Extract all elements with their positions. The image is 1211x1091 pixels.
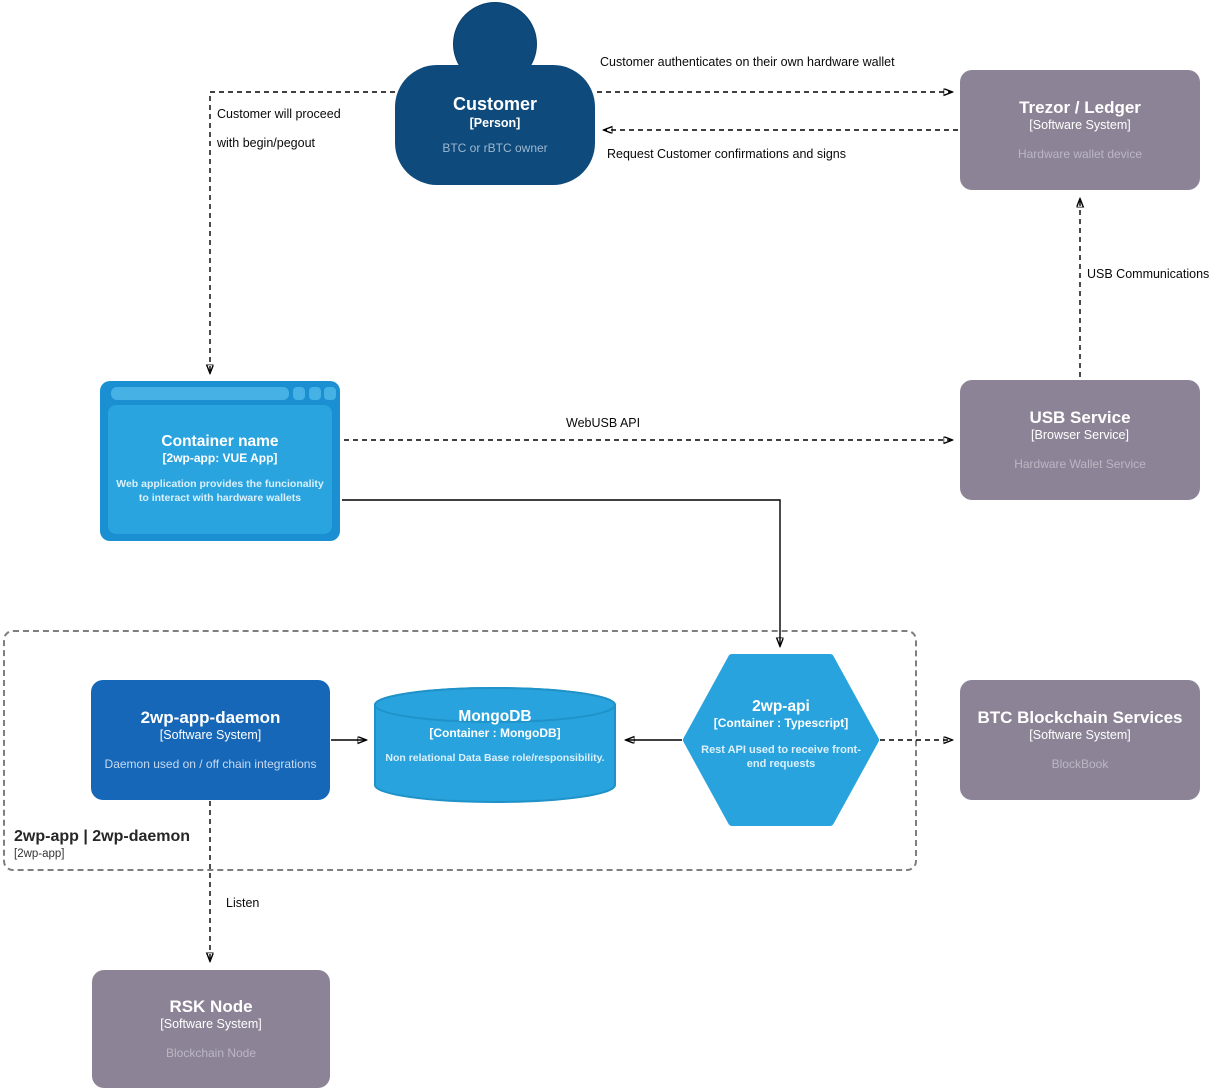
node-title: Trezor / Ledger [1019,97,1141,117]
browser-button-icon [324,387,336,400]
boundary-subtitle: [2wp-app] [14,848,65,860]
node-subtitle: [Software System] [159,728,262,743]
edge-label-webusb-api: WebUSB API [566,416,641,430]
edge-label-proceed-line1: Customer will proceed [217,107,341,121]
edge-label-listen: Listen [226,896,260,910]
browser-button-icon [293,387,305,400]
node-description: Daemon used on / off chain integrations [104,757,317,772]
node-trezor-ledger: Trezor / Ledger [Software System] Hardwa… [960,70,1200,190]
node-title: USB Service [1029,407,1131,427]
node-subtitle: [Container : MongoDB] [429,726,561,740]
node-subtitle: [Person] [469,115,521,130]
node-description: Blockchain Node [165,1046,257,1061]
node-customer: Customer [Person] BTC or rBTC owner [395,65,595,185]
edge-label-usb-communications: USB Communications [1087,267,1210,281]
node-subtitle: [Container : Typescript] [713,716,849,730]
node-subtitle: [Software System] [160,1017,262,1032]
node-description: Hardware wallet device [1017,147,1143,162]
node-subtitle: [Software System] [1029,728,1131,743]
node-rsk-node: RSK Node [Software System] Blockchain No… [92,970,330,1088]
node-description: Web application provides the funcionalit… [116,478,324,504]
node-subtitle: [2wp-app: VUE App] [162,451,278,466]
browser-button-icon [309,387,321,400]
node-usb-service: USB Service [Browser Service] Hardware W… [960,380,1200,500]
node-title: BTC Blockchain Services [977,707,1183,727]
edge-label-authenticate: Customer authenticates on their own hard… [600,55,895,69]
node-title: Customer [452,94,537,115]
edge-webapp-to-api [342,499,780,646]
node-mongodb: MongoDB [Container : MongoDB] Non relati… [373,686,617,804]
node-description: Rest API used to receive front-end reque… [701,744,861,771]
node-subtitle: [Software System] [1029,118,1131,133]
node-description: BTC or rBTC owner [442,140,548,155]
node-title: 2wp-api [752,698,810,715]
edge-label-proceed-line2: with begin/pegout [217,136,315,150]
node-2wp-api: 2wp-api [Container : Typescript] Rest AP… [683,654,879,826]
boundary-title: 2wp-app | 2wp-daemon [14,828,191,845]
browser-content-panel: Container name [2wp-app: VUE App] Web ap… [108,405,332,534]
node-title: 2wp-app-daemon [140,707,281,727]
node-subtitle: [Browser Service] [1031,428,1129,443]
node-2wp-app-daemon: 2wp-app-daemon [Software System] Daemon … [91,680,330,800]
browser-address-bar-icon [111,387,289,400]
edge-label-request-confirmations: Request Customer confirmations and signs [607,147,847,161]
hexagon-icon [683,654,879,826]
database-cylinder-icon [374,687,616,803]
node-title: Container name [161,433,279,451]
node-description: Hardware Wallet Service [1014,457,1146,472]
edge-customer-to-webapp [210,91,395,373]
node-description: Non relational Data Base role/responsibi… [385,752,605,764]
node-description: BlockBook [1051,757,1109,772]
node-title: RSK Node [169,996,253,1016]
node-btc-blockchain-services: BTC Blockchain Services [Software System… [960,680,1200,800]
node-title: MongoDB [458,708,532,725]
node-web-app: Container name [2wp-app: VUE App] Web ap… [100,381,340,541]
